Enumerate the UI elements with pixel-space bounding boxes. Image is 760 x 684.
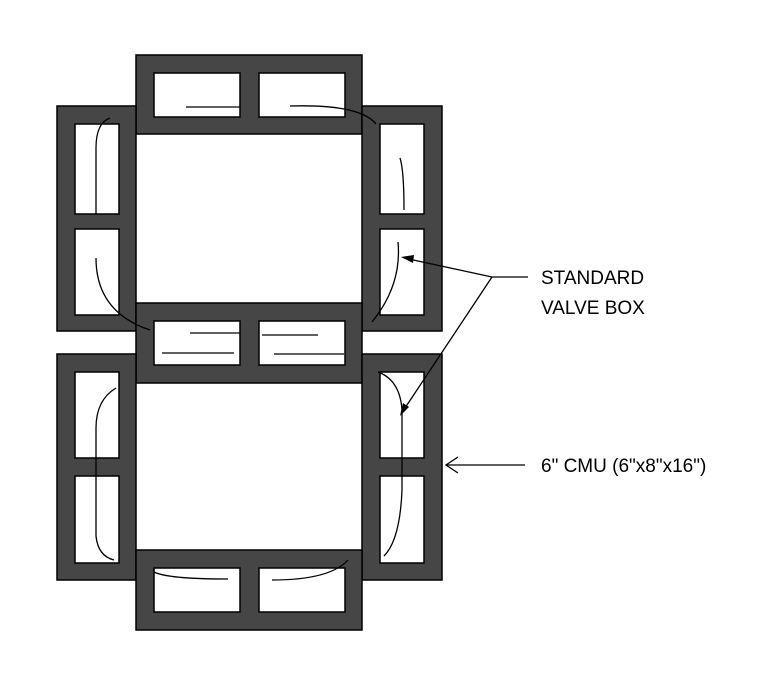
valve-box-label-line2: VALVE BOX [541, 298, 645, 319]
valve-box-leader-upper [403, 257, 493, 278]
arrowhead-icon [400, 403, 409, 416]
valve-box-outline-upper [95, 105, 405, 355]
cmu-core [258, 567, 346, 613]
cmu-core [379, 228, 425, 316]
cmu-core [258, 72, 346, 118]
cmu-core [153, 567, 241, 613]
valve-box-label-line1: STANDARD [541, 268, 644, 289]
valve-box-outline-lower [95, 371, 403, 581]
cmu-label: 6" CMU (6"x8"x16") [541, 456, 706, 477]
cmu-core [153, 72, 241, 118]
cmu-core [74, 475, 120, 564]
cmu-core [258, 320, 346, 366]
arrowhead-icon [401, 255, 414, 263]
upper-enclosure [56, 54, 443, 384]
cmu-core [153, 320, 241, 366]
open-arrowhead-icon [444, 456, 459, 474]
leaders [400, 255, 528, 474]
lower-enclosure [56, 353, 443, 631]
valve-box-leader-lower [400, 276, 493, 415]
